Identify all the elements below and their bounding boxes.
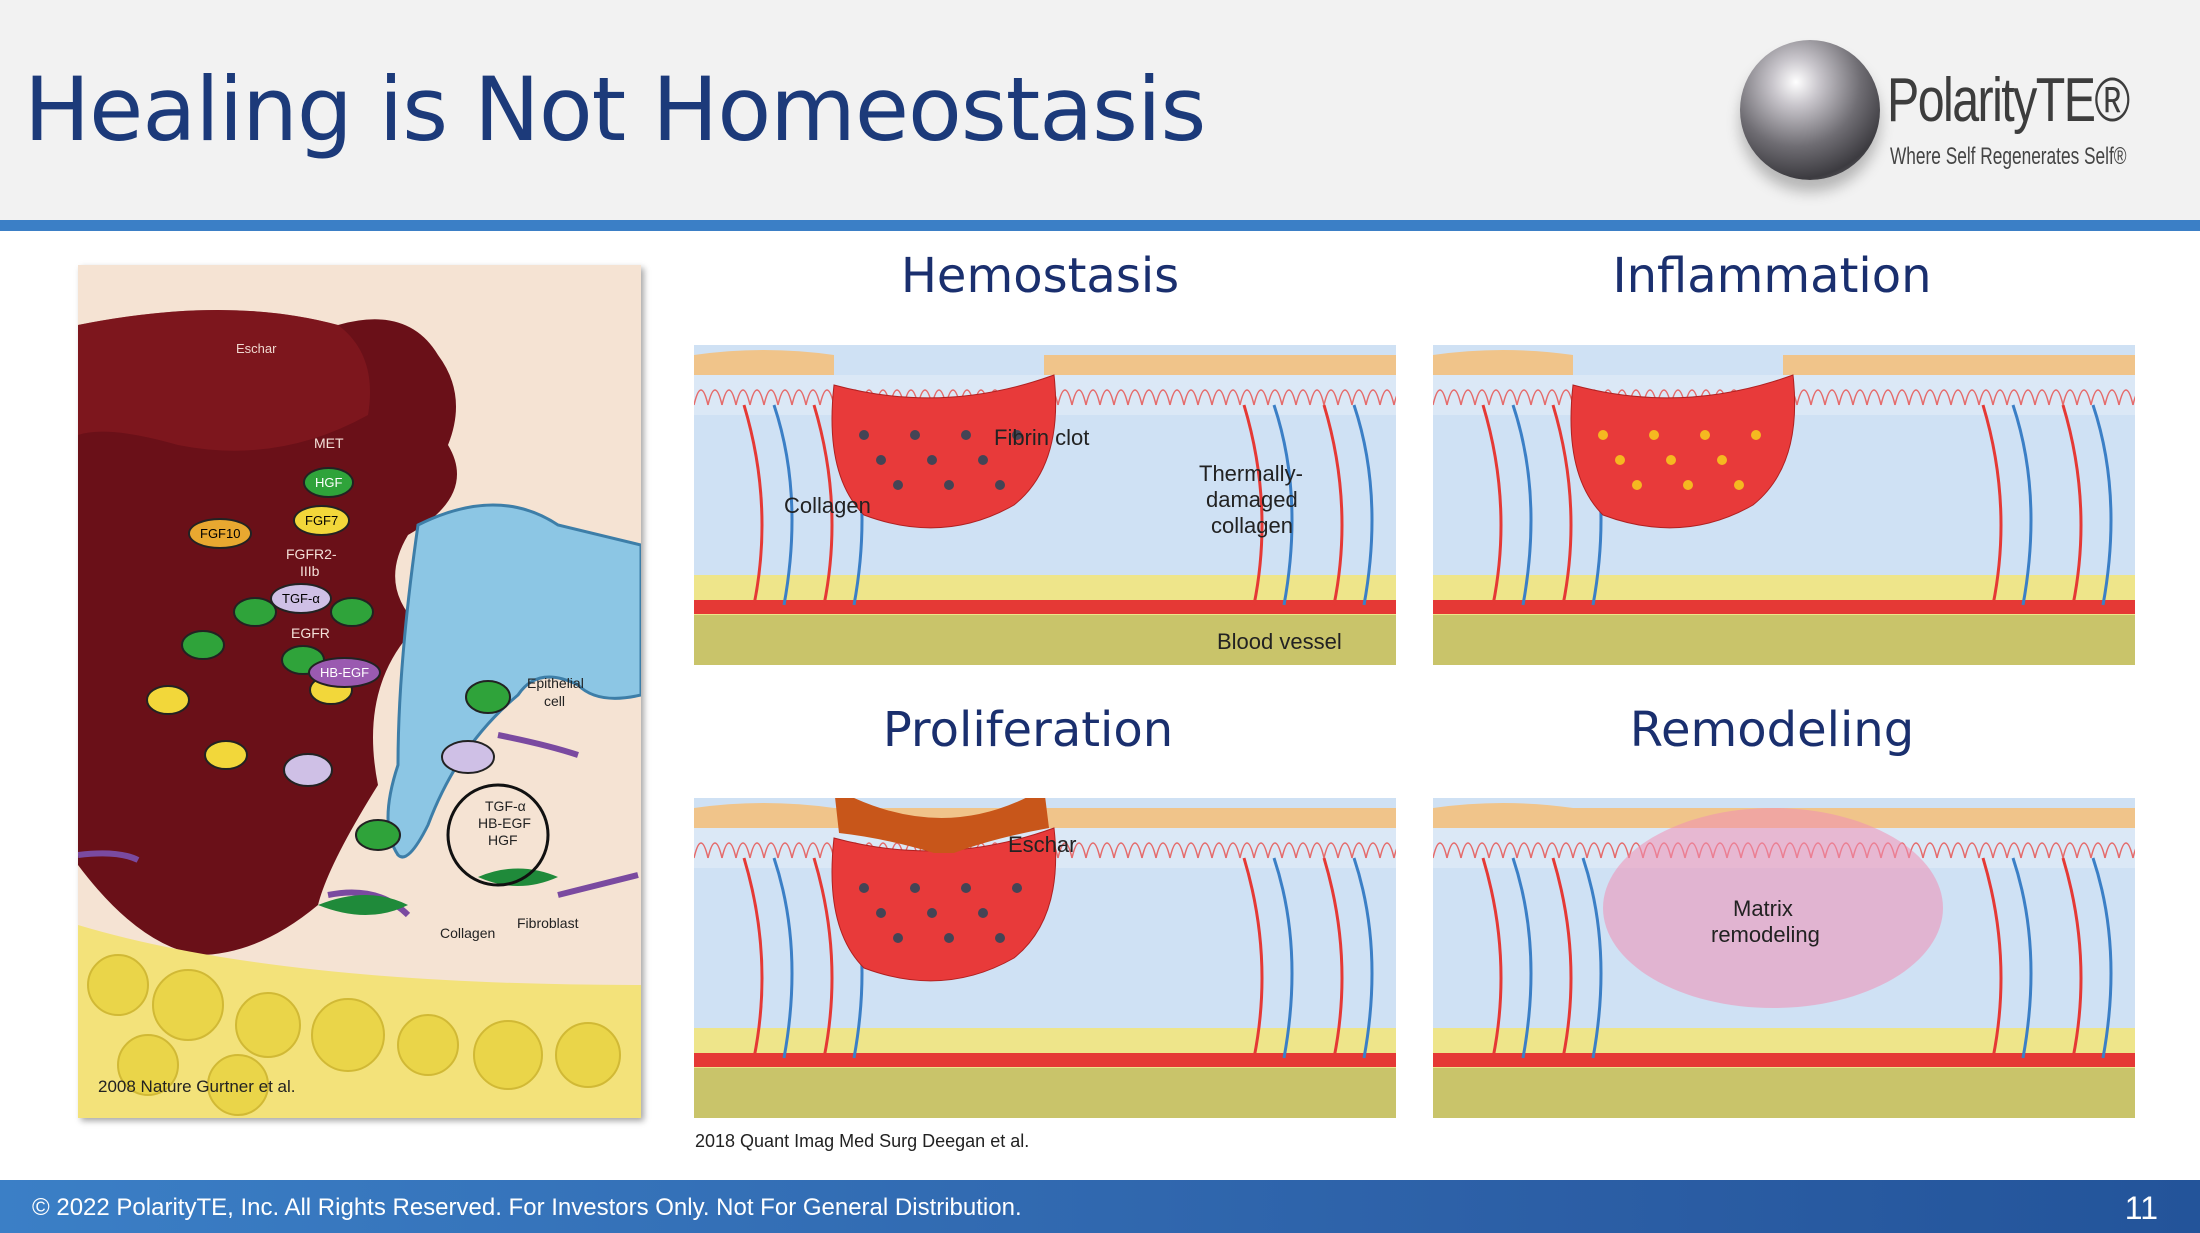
label-hb-egf: HB-EGF: [308, 657, 382, 688]
panel-hemostasis: Fibrin clot Collagen Thermally- damaged …: [694, 345, 1396, 665]
label-fibroblast: Fibroblast: [517, 915, 579, 931]
label-cell: cell: [544, 693, 566, 709]
skin-cross-section: [1433, 345, 2135, 665]
label-matrix: Matrix: [1733, 896, 1793, 921]
wound-illustration-art: [78, 265, 641, 1118]
label-eschar: Eschar: [236, 341, 277, 356]
label-damaged: damaged: [1206, 487, 1298, 512]
label-remodeling: remodeling: [1711, 922, 1820, 947]
citation-deegan: 2018 Quant Imag Med Surg Deegan et al.: [695, 1131, 1030, 1151]
label-collagen-2: collagen: [1211, 513, 1293, 538]
page-number: 11: [2124, 1190, 2158, 1226]
cycle-tgf-alpha: TGF-α: [485, 798, 526, 814]
chrome-sphere-icon: [1740, 40, 1880, 180]
panel-inflammation: [1433, 345, 2135, 665]
logo-tagline: Where Self Regenerates Self®: [1890, 143, 2127, 170]
label-collagen: Collagen: [784, 493, 871, 518]
label-fgf7: FGF7: [293, 505, 351, 536]
cycle-hb-egf: HB-EGF: [478, 815, 531, 831]
citation-gurtner: 2008 Nature Gurtner et al.: [98, 1077, 296, 1096]
panel-proliferation: Eschar: [694, 798, 1396, 1118]
title-inflammation: Inflammation: [1612, 248, 1932, 304]
label-met: MET: [314, 435, 344, 451]
title-hemostasis: Hemostasis: [900, 248, 1180, 304]
footer-copyright: © 2022 PolarityTE, Inc. All Rights Reser…: [32, 1194, 1022, 1221]
title-remodeling: Remodeling: [1629, 702, 1915, 758]
label-iiib: IIIb: [300, 563, 320, 579]
slide-title: Healing is Not Homeostasis: [24, 58, 1206, 161]
polarityte-logo: PolarityTE® Where Self Regenerates Self®: [1735, 35, 2130, 190]
label-fibrin-clot: Fibrin clot: [994, 425, 1090, 450]
label-fgfr2: FGFR2-: [286, 546, 337, 562]
label-tgf-alpha: TGF-α: [270, 583, 332, 614]
wound-healing-illustration: Eschar MET HGF FGF7 FGFR2- IIIb FGF10 TG…: [78, 265, 641, 1118]
skin-cross-section: [1433, 798, 2135, 1118]
label-epithelial: Epithelial: [527, 675, 584, 691]
logo-name: PolarityTE®: [1887, 66, 2130, 135]
cycle-hgf: HGF: [488, 832, 518, 848]
label-blood-vessel: Blood vessel: [1217, 629, 1342, 654]
panel-remodeling: Matrix remodeling: [1433, 798, 2135, 1118]
label-eschar: Eschar: [1008, 832, 1077, 857]
skin-cross-section: [694, 345, 1396, 665]
slide-footer: © 2022 PolarityTE, Inc. All Rights Reser…: [0, 1180, 2200, 1233]
label-collagen: Collagen: [440, 925, 496, 941]
title-proliferation: Proliferation: [882, 702, 1174, 758]
header-divider: [0, 220, 2200, 231]
label-thermally: Thermally-: [1199, 461, 1303, 486]
skin-cross-section: [694, 798, 1396, 1118]
label-hgf: HGF: [303, 467, 355, 498]
label-fgf10: FGF10: [188, 518, 253, 549]
label-egfr: EGFR: [291, 625, 330, 641]
